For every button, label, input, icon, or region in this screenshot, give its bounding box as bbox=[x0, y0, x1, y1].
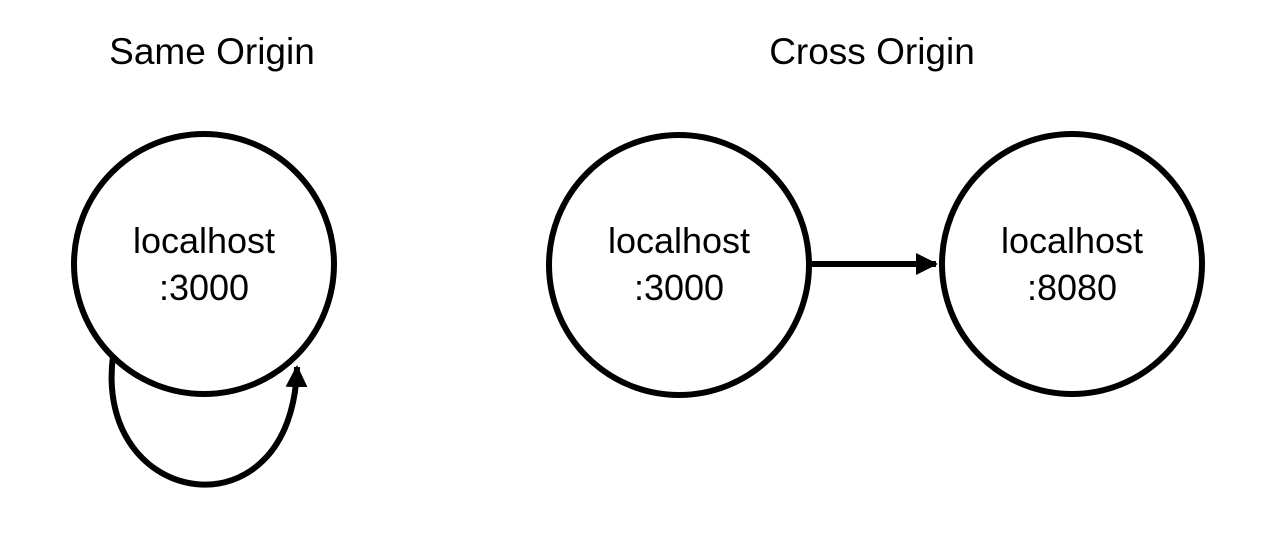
cross-origin-target-label-line2: :8080 bbox=[1027, 267, 1117, 308]
cross-origin-title: Cross Origin bbox=[769, 31, 975, 72]
cross-origin-target-circle bbox=[939, 131, 1205, 397]
cross-origin-target-label-line1: localhost bbox=[1001, 220, 1143, 261]
same-origin-node-label-line1: localhost bbox=[133, 220, 275, 261]
cross-origin-source-label-line2: :3000 bbox=[634, 267, 724, 308]
same-origin-node-circle bbox=[71, 131, 337, 397]
cross-origin-source-label-line1: localhost bbox=[608, 220, 750, 261]
self-loop-arrow-icon bbox=[108, 355, 308, 488]
same-origin-node-label-line2: :3000 bbox=[159, 267, 249, 308]
same-origin-title: Same Origin bbox=[109, 31, 315, 72]
cross-origin-source-circle bbox=[546, 132, 812, 398]
